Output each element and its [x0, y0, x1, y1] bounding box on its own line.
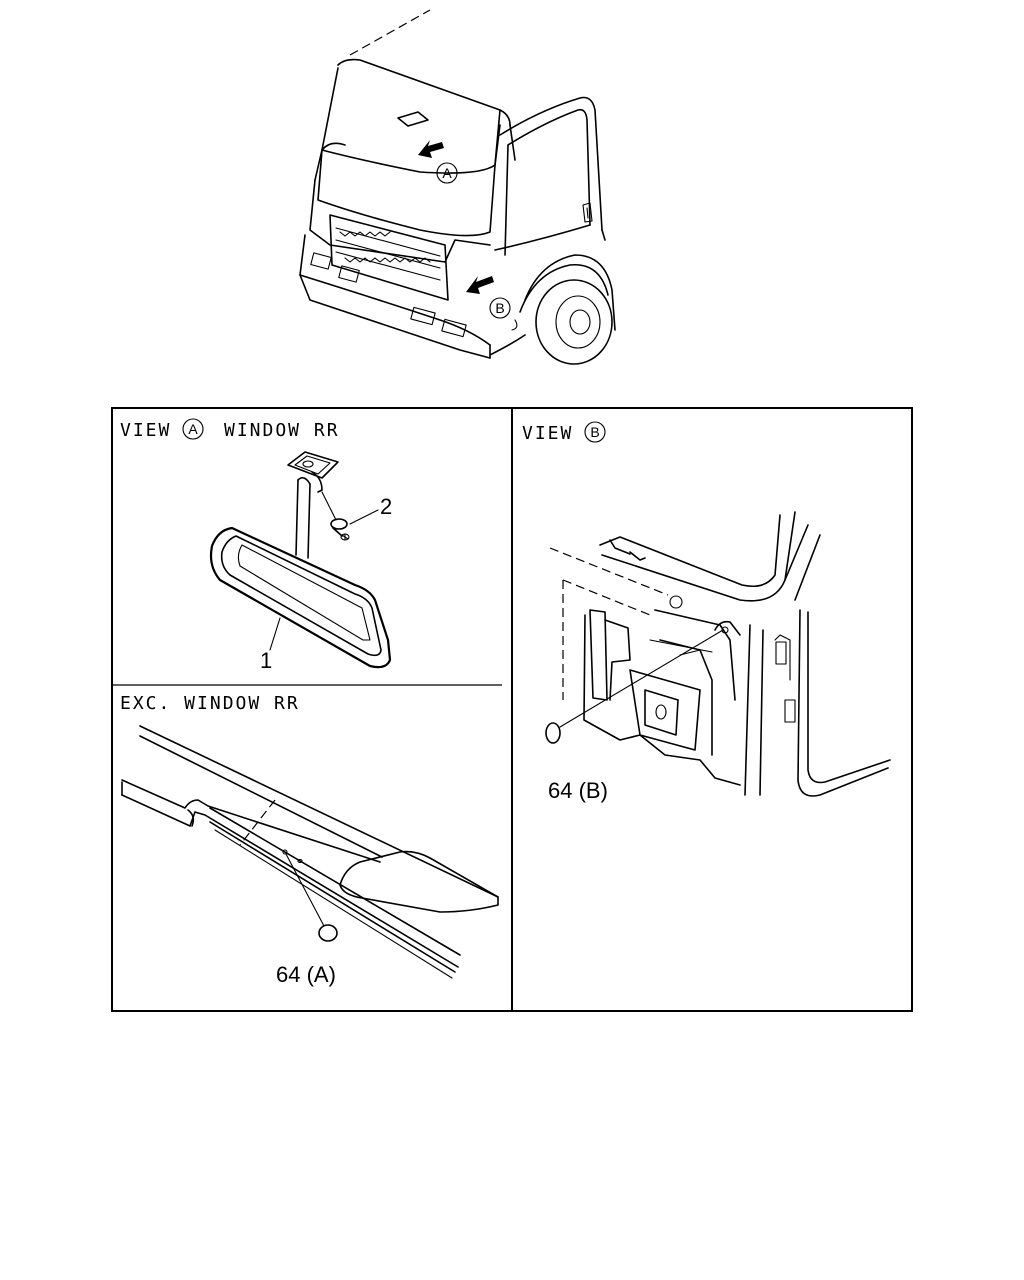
view-a-marker-letter: A	[188, 421, 198, 437]
leader-part-2	[349, 509, 379, 525]
view-b-title-prefix: VIEW	[522, 423, 573, 444]
screw-part	[321, 491, 350, 541]
part-label-64a: 64 (A)	[276, 962, 336, 987]
callout-b-letter: B	[495, 300, 504, 316]
view-b-marker-circle	[584, 421, 606, 443]
view-a-marker-circle	[182, 418, 204, 440]
part-number-1: 1	[260, 648, 272, 673]
view-a-title-prefix: VIEW	[120, 420, 171, 441]
leader-64a	[285, 853, 325, 927]
callout-b-circle	[489, 297, 511, 319]
callout-a-circle	[436, 162, 458, 184]
view-b-marker-letter: B	[590, 424, 599, 440]
callout-a-letter: A	[442, 165, 452, 181]
body-panel-illustration	[545, 511, 891, 797]
leader-64b	[559, 629, 724, 728]
roof-panel-illustration	[121, 725, 499, 979]
rear-view-mirror	[209, 451, 392, 669]
part-number-2: 2	[380, 494, 392, 519]
exc-window-title: EXC. WINDOW RR	[120, 693, 300, 714]
truck-cab-illustration	[299, 9, 616, 365]
part-label-64b: 64 (B)	[548, 778, 608, 803]
leader-part-1	[269, 617, 281, 651]
view-a-title-suffix: WINDOW RR	[224, 420, 340, 441]
